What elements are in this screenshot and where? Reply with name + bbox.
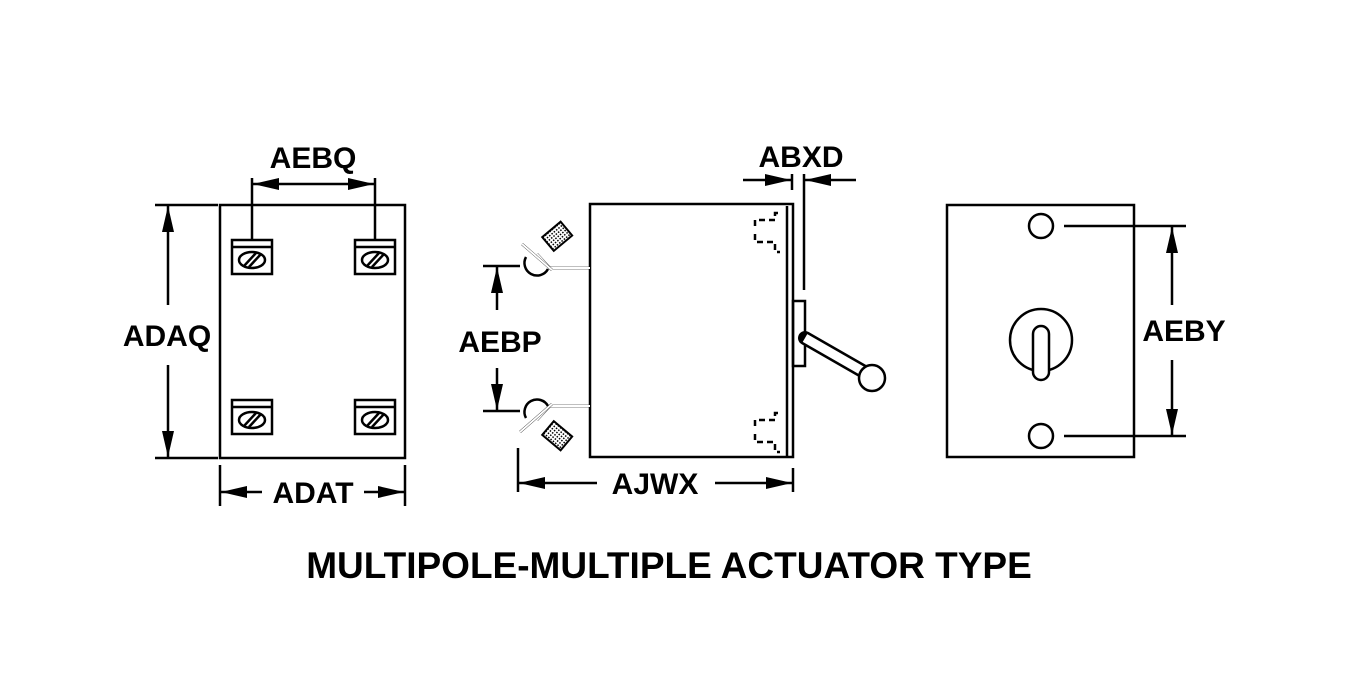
dimension-label: ABXD <box>758 141 843 174</box>
dimension-abxd: ABXD <box>743 141 856 290</box>
terminal-screw <box>353 398 397 436</box>
dimension-aeby: AEBY <box>1064 224 1226 438</box>
mounting-hole <box>1027 422 1055 450</box>
side-terminal-top <box>521 220 590 277</box>
toggle-handle <box>1031 324 1051 382</box>
dimension-label: ADAQ <box>123 320 211 353</box>
breaker-body-panel <box>945 203 1136 459</box>
panel-view: AEBY <box>945 203 1226 459</box>
terminal-screw <box>230 398 274 436</box>
terminal-screw <box>230 238 274 276</box>
front-view: AEBQ ADAQ ADAT <box>123 142 407 510</box>
dimension-label: AEBP <box>458 326 541 359</box>
dimension-label: AJWX <box>612 468 699 501</box>
dimension-adat: ADAT <box>218 465 407 510</box>
dimension-label: ADAT <box>272 477 353 510</box>
mounting-hole <box>1027 212 1055 240</box>
diagram-title: MULTIPOLE-MULTIPLE ACTUATOR TYPE <box>306 545 1032 586</box>
toggle-lever <box>798 331 887 393</box>
side-terminal-bottom <box>519 398 590 452</box>
dimension-adaq: ADAQ <box>123 203 218 460</box>
dimension-ajwx: AJWX <box>516 448 795 501</box>
dimension-aebq: AEBQ <box>250 142 377 240</box>
breaker-body-front <box>218 203 407 460</box>
terminal-screw <box>353 238 397 276</box>
dimension-aebp: AEBP <box>458 264 542 413</box>
dimension-label: AEBY <box>1142 315 1225 348</box>
dimension-label: AEBQ <box>270 142 357 175</box>
side-view: AEBP AJWX ABXD <box>458 141 887 501</box>
